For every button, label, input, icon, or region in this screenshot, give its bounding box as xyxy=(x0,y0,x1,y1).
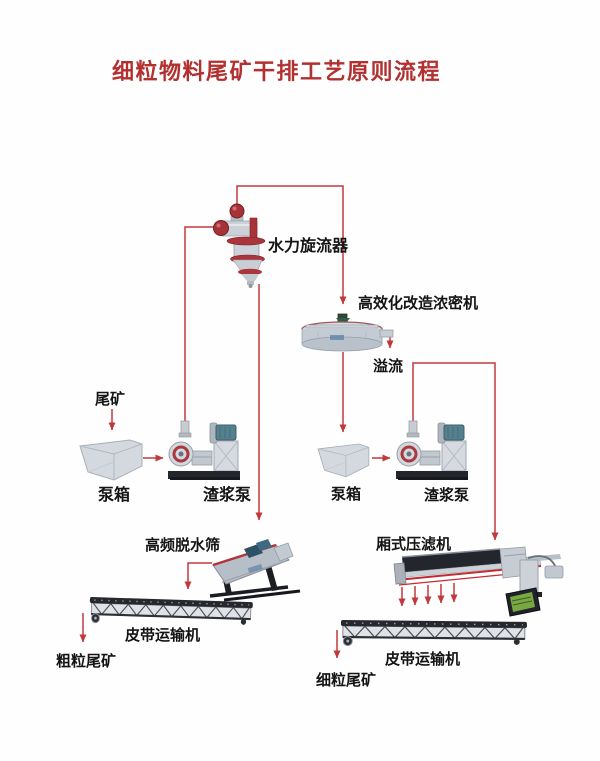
label-coarse-tailings: 粗粒尾矿 xyxy=(56,652,117,670)
belt-conveyor-left-illustration xyxy=(88,595,254,629)
label-pump-box-right: 泵箱 xyxy=(331,485,362,503)
label-slurry-pump-right: 渣浆泵 xyxy=(424,486,470,504)
line-left-pump-to-cyclone xyxy=(184,223,227,424)
label-fine-tailings: 细粒尾矿 xyxy=(316,671,377,689)
label-dewatering-screen: 高频脱水筛 xyxy=(145,536,221,554)
slurry-pump-left-illustration xyxy=(166,419,242,482)
pump-box-left-illustration xyxy=(79,439,143,481)
filter-press-illustration xyxy=(393,546,564,617)
label-pump-box-left: 泵箱 xyxy=(98,485,131,504)
belt-conveyor-right-illustration xyxy=(339,618,529,649)
thickener-illustration xyxy=(301,313,394,352)
label-slurry-pump-left: 渣浆泵 xyxy=(203,485,252,504)
label-overflow: 溢流 xyxy=(373,357,404,375)
label-belt-conveyor-left: 皮带运输机 xyxy=(125,626,201,644)
label-thickener: 高效化改造浓密机 xyxy=(358,294,479,312)
dewatering-screen-illustration xyxy=(209,539,301,602)
page-title: 细粒物料尾矿干排工艺原则流程 xyxy=(112,60,442,85)
slurry-pump-right-illustration xyxy=(394,419,470,482)
flow-lines xyxy=(79,185,499,659)
pump-box-right-illustration xyxy=(317,443,370,478)
line-cyclone-overflow-to-thickener xyxy=(236,185,347,305)
label-belt-conveyor-right: 皮带运输机 xyxy=(385,650,461,668)
hydrocyclone-illustration xyxy=(213,203,266,288)
label-hydrocyclone: 水力旋流器 xyxy=(268,236,349,255)
label-filter-press: 厢式压滤机 xyxy=(376,535,452,553)
line-right-pump-to-filter-press xyxy=(412,362,499,541)
line-screen-to-conveyor xyxy=(184,562,212,590)
label-tailings-feed: 尾矿 xyxy=(95,390,126,408)
